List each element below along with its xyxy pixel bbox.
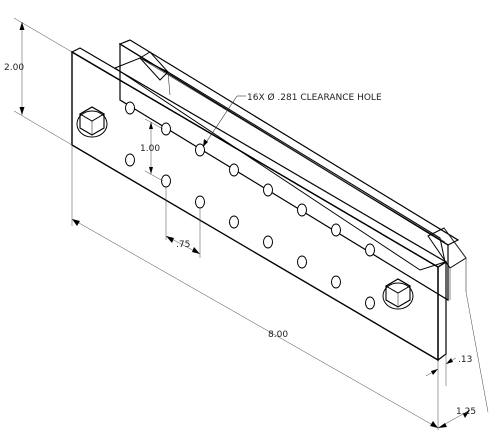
hole <box>263 183 273 197</box>
hole <box>365 296 375 310</box>
height-dimension-label: 2.00 <box>4 63 24 73</box>
length-dimension <box>71 145 439 430</box>
clearance-holes <box>125 101 375 310</box>
plate-thickness-label: .13 <box>458 355 472 365</box>
hole-callout-leader <box>202 95 246 148</box>
hole <box>229 215 239 229</box>
hole <box>161 122 171 136</box>
depth-dimension-label: 1.25 <box>456 407 476 417</box>
bolt-right <box>382 278 414 310</box>
hole <box>365 243 375 257</box>
hole <box>263 235 273 249</box>
hole <box>195 195 205 209</box>
hole <box>195 143 205 157</box>
hole-callout-text: 16X Ø .281 CLEARANCE HOLE <box>247 92 382 103</box>
hole <box>125 153 135 167</box>
plate-thickness-dimension <box>425 354 457 386</box>
hole <box>331 223 341 237</box>
bolt-left <box>76 106 108 138</box>
depth-dimension <box>437 291 489 429</box>
hole <box>125 101 135 115</box>
hole <box>331 275 341 289</box>
hole-pitch-vertical-label: 1.00 <box>140 144 160 154</box>
length-dimension-label: 8.00 <box>268 330 288 340</box>
hole <box>297 203 307 217</box>
hole-pitch-horizontal-dimension <box>165 187 201 258</box>
height-dimension <box>13 17 73 146</box>
hole-pitch-vertical-dimension <box>144 118 164 182</box>
hole <box>297 255 307 269</box>
hole <box>229 163 239 177</box>
hole-pitch-horizontal-label: .75 <box>176 240 190 250</box>
hex-spacer-bar <box>113 51 467 300</box>
